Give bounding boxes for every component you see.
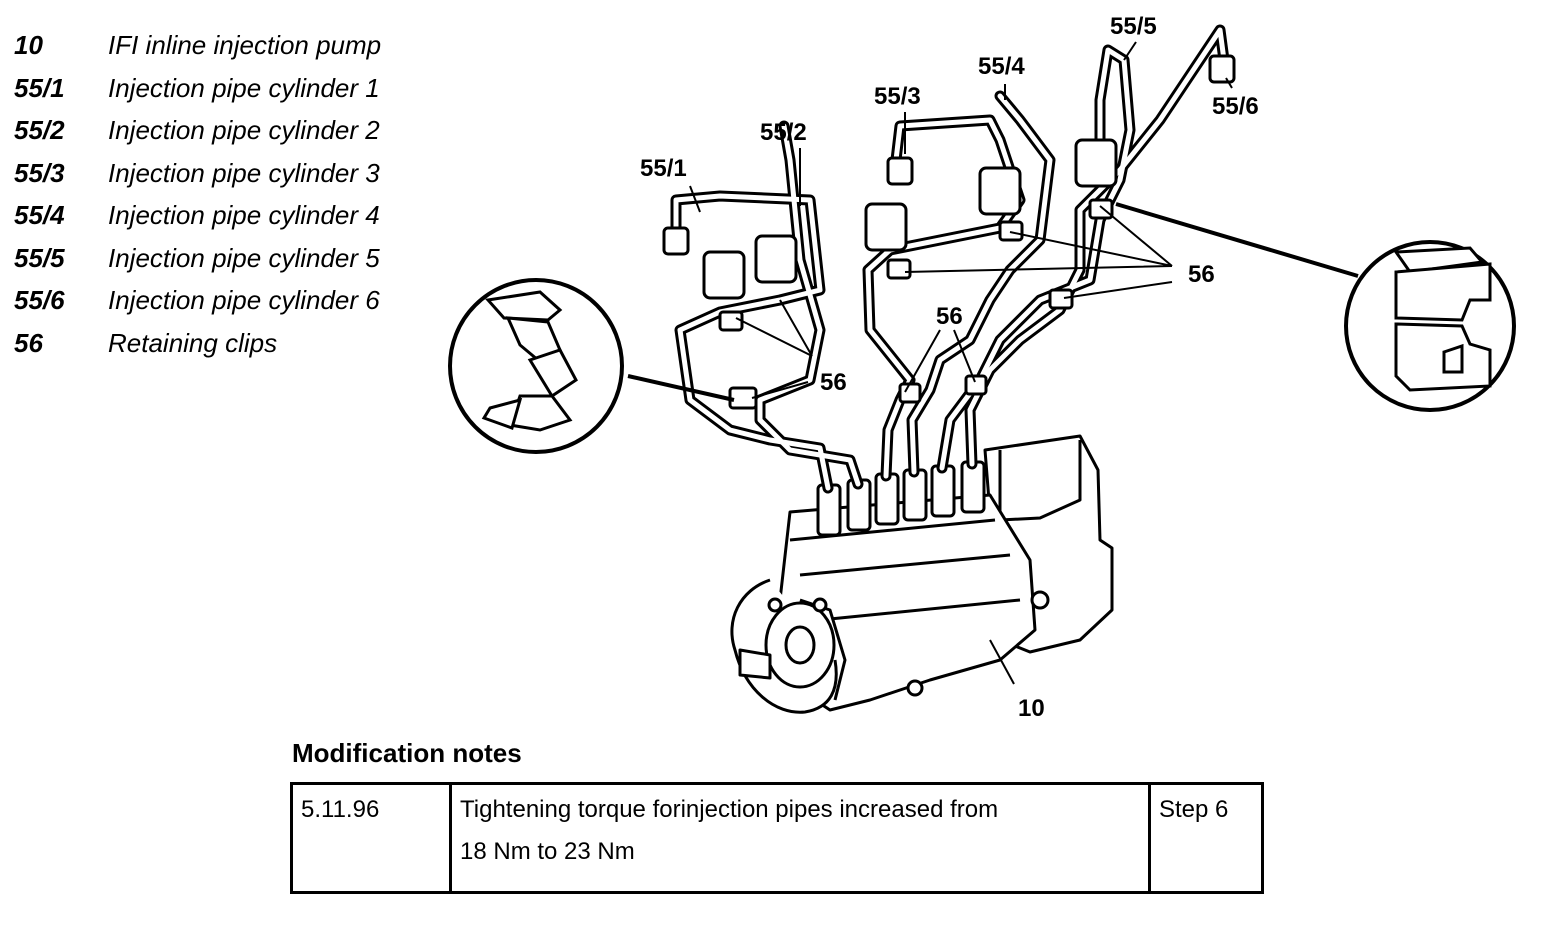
label-55-5: 55/5: [1110, 13, 1157, 40]
label-55-6: 55/6: [1212, 93, 1259, 120]
label-55-3: 55/3: [874, 83, 921, 110]
label-56-left: 56: [820, 369, 847, 396]
legend-code: 55/1: [14, 72, 65, 103]
legend-description: IFI inline injection pump: [108, 30, 382, 60]
legend-description: Injection pipe cylinder 2: [108, 115, 380, 145]
legend-description: Injection pipe cylinder 4: [108, 200, 380, 230]
injector-nozzles: [662, 54, 1236, 300]
legend-code: 56: [14, 327, 43, 358]
legend-code: 55/3: [14, 157, 65, 188]
note-description: Tightening torque forinjection pipes inc…: [449, 782, 1151, 894]
note-line-1: Tightening torque forinjection pipes inc…: [460, 796, 999, 823]
note-date: 5.11.96: [290, 782, 452, 894]
legend-description: Injection pipe cylinder 6: [108, 285, 380, 315]
notes-title: Modification notes: [292, 738, 522, 768]
legend-code: 55/2: [14, 115, 65, 145]
legend-description: Injection pipe cylinder 1: [108, 72, 380, 103]
clip-detail-left: [448, 278, 624, 454]
note-step: Step 6: [1148, 782, 1264, 894]
label-55-4: 55/4: [978, 53, 1025, 80]
legend-code: 10: [14, 30, 43, 60]
modification-notes-table: 5.11.96 Tightening torque forinjection p…: [290, 782, 1264, 894]
table-row: 5.11.96 Tightening torque forinjection p…: [290, 782, 1264, 894]
label-55-2: 55/2: [760, 119, 807, 146]
label-10: 10: [1018, 695, 1045, 722]
legend-code: 55/6: [14, 285, 65, 315]
label-55-1: 55/1: [640, 155, 687, 182]
callout-labels: 55/1 55/2 55/3 55/4 55/5 55/6 56 56 56 1…: [640, 13, 1259, 722]
legend-description: Injection pipe cylinder 3: [108, 157, 380, 188]
retaining-clips: [718, 198, 1114, 410]
label-56-right: 56: [1188, 261, 1215, 288]
legend-code: 55/5: [14, 242, 65, 273]
legend-code: 55/4: [14, 200, 65, 230]
note-line-2: 18 Nm to 23 Nm: [460, 838, 635, 865]
leader-lines: [627, 41, 1359, 685]
legend-description: Retaining clips: [108, 327, 278, 358]
pump-body: [730, 434, 1114, 714]
label-56-center: 56: [936, 303, 963, 330]
legend-description: Injection pipe cylinder 5: [108, 242, 380, 273]
clip-detail-right: [1344, 240, 1516, 412]
